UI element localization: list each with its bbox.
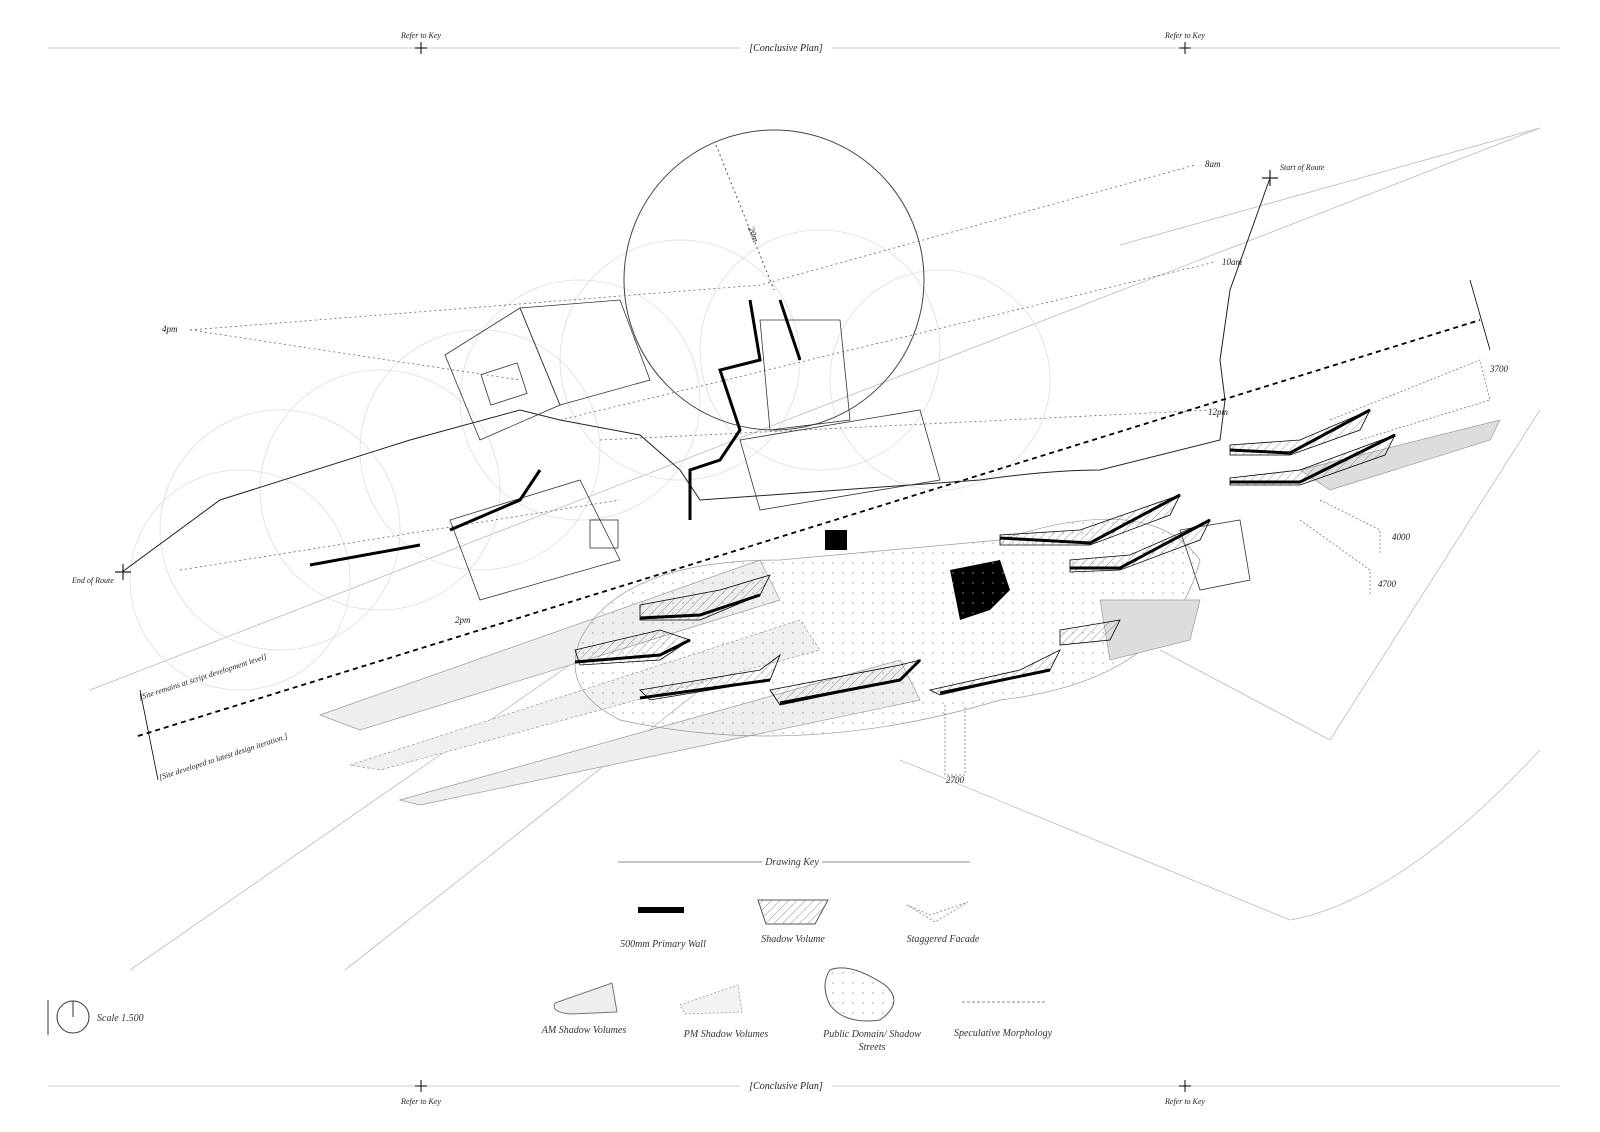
key-pm-shadow: PM Shadow Volumes [683,1029,769,1040]
dimension-2700: 2700 [946,775,965,785]
footer-title: [Conclusive Plan] [749,1081,823,1092]
scale-label: Scale 1.500 [97,1013,144,1024]
shadow-volumes [318,419,1501,806]
dimension-4700: 4700 [1378,579,1397,589]
dimension-lines [944,359,1491,776]
radius-circle: 20m [623,129,925,431]
solid-block [825,530,847,550]
key-shadow-volume: Shadow Volume [761,934,825,945]
dimension-3700: 3700 [1489,364,1509,374]
header-title: [Conclusive Plan] [749,43,823,54]
sun-rays [179,164,1216,571]
key-staggered-facade: Staggered Facade [907,934,980,945]
footer-refer-right: Refer to Key [1164,1097,1205,1106]
time-8am: 8am [1205,159,1221,169]
drawing-key: Drawing Key 500mm Primary Wall Shadow Vo… [541,857,1053,1053]
start-route-label: Start of Route [1280,163,1325,172]
development-divide-line [137,319,1481,737]
public-domain-swatch [824,967,895,1022]
key-am-shadow: AM Shadow Volumes [541,1025,627,1036]
start-route-marker-icon [1262,170,1278,186]
route-path [115,170,1278,580]
crosshair-icon [1179,42,1191,54]
key-primary-wall: 500mm Primary Wall [620,939,706,950]
dimension-4000: 4000 [1392,532,1411,542]
staggered-facade-swatch [906,901,969,923]
scale-indicator: Scale 1.500 [47,1000,144,1035]
header-bar: [Conclusive Plan] Refer to Key Refer to … [48,31,1560,54]
footer-bar: [Conclusive Plan] Refer to Key Refer to … [48,1080,1560,1106]
header-refer-left: Refer to Key [400,31,441,40]
pm-shadow-swatch [679,984,743,1015]
time-2pm: 2pm [455,615,471,625]
site-note-top: [Site remains at script development leve… [138,652,268,702]
key-public-domain-line1: Public Domain/ Shadow [822,1029,921,1040]
primary-walls [309,299,802,567]
end-route-label: End of Route [71,576,114,585]
key-public-domain-line2: Streets [859,1042,886,1053]
key-speculative-morphology: Speculative Morphology [954,1028,1053,1039]
time-4pm: 4pm [162,324,178,334]
shadow-volume-swatch [757,899,829,925]
site-note-bottom: [Site developed to latest design iterati… [158,732,289,782]
radius-label: 20m [746,225,761,243]
footer-refer-left: Refer to Key [400,1097,441,1106]
primary-wall-swatch [638,907,684,913]
sun-path-circles [129,229,1051,691]
crosshair-icon [415,42,427,54]
drawing-key-title: Drawing Key [764,857,819,868]
header-refer-right: Refer to Key [1164,31,1205,40]
time-12pm: 12pm [1208,407,1229,417]
end-route-marker-icon [115,564,131,580]
am-shadow-swatch [553,982,618,1015]
dimension-arrow [139,689,159,781]
crosshair-icon [1179,1080,1191,1092]
dimension-arrow [1469,279,1491,351]
time-10am: 10am [1222,257,1243,267]
crosshair-icon [415,1080,427,1092]
hatched-units [574,408,1396,706]
site-context [89,127,1541,971]
